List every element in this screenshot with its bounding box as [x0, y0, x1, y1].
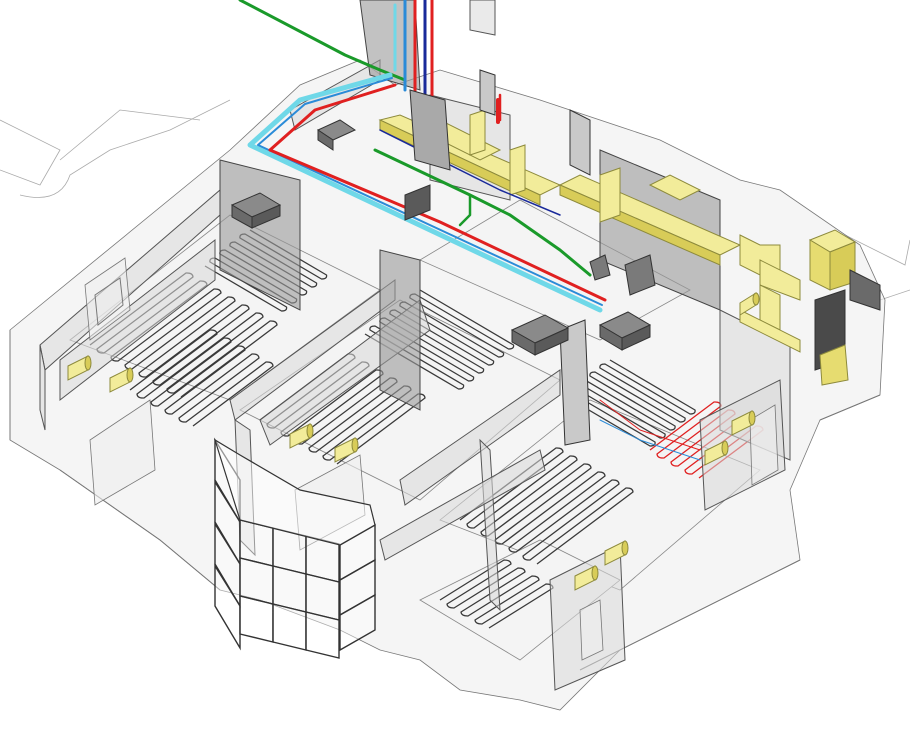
window-east	[749, 404, 779, 486]
fan-coil-units	[230, 119, 656, 356]
heating-loop-south	[439, 559, 554, 629]
radiator-south-2-cap	[621, 540, 629, 556]
fan-coil-utility-front	[317, 129, 334, 151]
radiator-north-east	[739, 292, 760, 316]
radiator-south-2	[604, 540, 629, 566]
window-south	[579, 599, 604, 661]
wall-partition-d	[399, 369, 561, 506]
equipment-box-core	[404, 184, 431, 221]
radiator-west-1-cap	[84, 355, 92, 371]
wall-west-room-back	[219, 159, 301, 311]
wall-south-partition	[379, 449, 546, 561]
radiator-east-1	[704, 440, 729, 466]
ventilation-unit	[808, 229, 881, 386]
radiator-center-2-cap	[351, 437, 359, 453]
pipes	[238, 0, 701, 461]
pipe-green-branch	[373, 148, 592, 277]
vent-outlet	[849, 269, 881, 311]
vent-unit-lower	[819, 344, 849, 386]
riser-column-center	[559, 319, 591, 446]
radiator-south-1-cap	[591, 565, 599, 581]
radiators	[67, 292, 760, 591]
radiator-east-1-cap	[721, 440, 729, 456]
equipment-box-north	[589, 254, 611, 281]
pipe-cyan-main	[247, 72, 603, 313]
pipe-green-down	[458, 193, 472, 227]
duct-branch-a	[469, 109, 486, 156]
wall-west-room-side	[59, 238, 216, 402]
radiator-south-1	[574, 565, 599, 591]
heating-loop-west-b	[129, 329, 274, 427]
riser-column-east	[569, 109, 591, 176]
radiator-east-2	[731, 410, 756, 436]
heating-loop-east-a	[459, 447, 634, 565]
bay-window-roof	[213, 438, 376, 546]
window-room-west-inner	[89, 399, 156, 506]
fan-coil-west-side	[251, 204, 281, 229]
bay-pane-right-2	[339, 593, 376, 652]
wall-partition-c	[379, 249, 421, 411]
bay-pane-front-2-2	[305, 611, 340, 659]
radiator-center-2	[334, 437, 359, 463]
heating-loop-east-red	[649, 401, 764, 479]
radiator-west-1	[67, 355, 92, 381]
pipe-blue-main	[257, 77, 603, 306]
radiator-west-2	[109, 367, 134, 393]
bay-pane-left-3	[214, 563, 241, 651]
radiator-center-1	[289, 423, 314, 449]
wall-west-left-face	[39, 344, 46, 431]
duct-to-unit	[759, 259, 801, 301]
radiator-east-2-cap	[748, 410, 756, 426]
site-outline	[0, 99, 910, 301]
pipe-red-thin-south	[599, 399, 701, 451]
duct-rooftop-stub	[648, 174, 702, 201]
vertical-risers	[409, 69, 591, 446]
pipe-blue-thin-south	[599, 419, 701, 461]
wall-core-right	[469, 0, 496, 36]
fan-coil-east-side	[621, 324, 651, 351]
riser-column-north	[479, 69, 496, 116]
equipment-box-utility	[624, 254, 656, 296]
duct-branch-b	[509, 144, 526, 196]
radiator-center-1-cap	[306, 423, 314, 439]
duct-lower-east	[739, 309, 801, 353]
pipe-red-main	[268, 83, 607, 302]
bay-pane-front-2-1	[272, 603, 307, 651]
riser-column-utility	[409, 89, 451, 171]
radiator-north-east-cap	[752, 292, 760, 306]
radiator-west-2-cap	[126, 367, 134, 383]
bay-window	[213, 437, 376, 659]
bay-pane-front-2-0	[239, 595, 274, 643]
fan-coil-center-side	[534, 327, 569, 356]
duct-riser-east	[599, 167, 621, 223]
